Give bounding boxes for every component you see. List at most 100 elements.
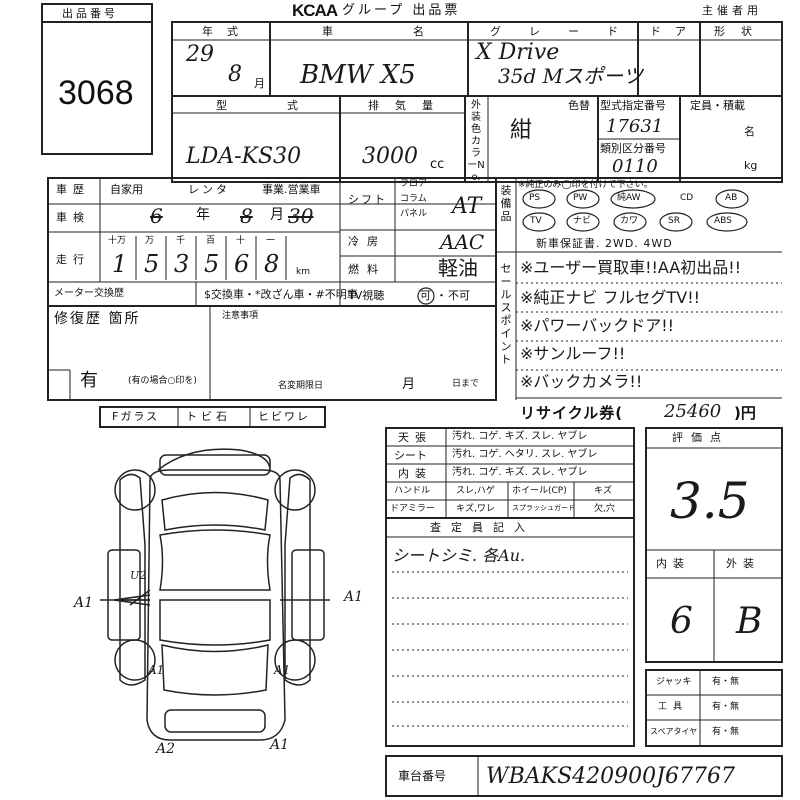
year-value: 29 [186,42,214,67]
warranty-line: 新車保証書. 2WD. 4WD [536,237,673,250]
inspection-day: 30 [288,204,314,228]
form-title: グループ 出品票 [342,3,461,18]
capacity-unit-kg: kg [744,159,758,172]
tool-spare-label: スペアタイヤ [650,727,698,736]
category-number-value: 0110 [612,156,658,177]
condition-options-seat: 汚れ. コゲ. ヘタリ. スレ. ヤブレ [452,449,598,460]
sales-point-label: セールスポイント [500,262,512,366]
displacement-unit: cc [430,157,445,172]
fuel-value: 軽油 [438,256,478,280]
tool-jack-value: 有・無 [712,677,740,687]
score-value: 3.5 [670,472,750,530]
history-option-private: 自家用 [110,183,143,196]
damage-mark: A2 [156,741,176,757]
recycle-label: リサイクル券( [520,404,624,422]
glass-label: Fガラス [112,410,160,423]
inspector-note: シートシミ. 各Au. [392,546,526,565]
history-option-rental: レンタ [188,183,230,196]
car-name-label: 車名 [322,25,504,38]
mileage-digit: 3 [174,250,190,278]
cover-options: 欠,穴 [594,504,615,514]
interior-score-label: 内装 [656,557,690,570]
inspection-month-unit: 月 [270,207,284,223]
door-label: ドア [650,25,700,38]
equipment-item-ab: AB [725,193,738,203]
mileage-unit-100k: 十万 [108,236,127,246]
tv-no-option: 不可 [448,289,470,302]
grade-line1: X Drive [476,40,560,65]
exterior-score: B [736,601,763,642]
shift-panel: パネル [400,209,428,219]
grade-label: グレード [490,25,646,38]
mileage-unit-10k: 万 [145,236,155,246]
ac-label: 冷房 [348,235,386,248]
inspection-year: 6 [150,204,163,228]
damage-mark: A1 [270,737,290,753]
tv-viewing-label: TV視聴 [348,289,385,302]
wheel-options: キズ [594,486,613,496]
ac-value: AAC [440,230,485,254]
displacement-value: 3000 [362,144,418,169]
tool-jack-label: ジャッキ [656,677,692,687]
equipment-item-aw: 純AW [617,193,641,203]
glass-option-chip: トビ石 [186,410,231,423]
inspection-month: 8 [240,204,253,228]
mileage-digit: 5 [144,250,160,278]
recycle-amount: 25460 [664,401,722,422]
tv-yes-option: 可 [420,289,431,302]
category-number-label: 類別区分番号 [600,142,666,155]
handle-label: ハンドル [394,486,431,496]
model-value: LDA-KS30 [186,144,302,169]
wheel-label: ホイール(CP) [512,486,567,496]
month-unit: 月 [254,77,265,90]
tv-separator: ・ [436,289,447,302]
shift-label: シフト [348,193,387,206]
model-label: 型式 [216,99,358,112]
fuel-label: 燃料 [348,263,386,276]
repair-history-label: 修復歴 箇所 [54,311,141,327]
meter-change-options: $交換車・*改ざん車・#不明車 [204,288,358,301]
equipment-item-cd: CD [680,193,694,203]
lot-number-label: 出品番号 [62,7,118,20]
organizer-label: 主催者用 [702,4,762,17]
damage-mark: A1 [274,663,291,677]
glass-option-crack: ヒビワレ [258,410,310,423]
cover-label: スプラッシュガード [512,504,575,512]
mileage-digit: 8 [264,250,280,278]
shift-value: AT [452,194,482,219]
condition-part-seat: シート [394,449,427,462]
kcaa-logo: KCAA [292,1,338,20]
chassis-label: 車台番号 [398,769,447,783]
mileage-unit-1k: 千 [176,236,186,246]
sales-point-item: ※パワーバックドア!! [520,316,675,335]
year-label: 年式 [202,25,252,38]
meter-change-label: メーター交換歴 [54,288,124,299]
handle-options: スレ,ハゲ [456,486,495,496]
displacement-label: 排気量 [368,99,449,112]
capacity-unit-persons: 名 [744,125,755,138]
mileage-km-unit: km [296,267,310,277]
mileage-unit-10: 十 [236,236,246,246]
mileage-digit: 5 [204,250,220,278]
type-number-label: 型式指定番号 [600,99,666,112]
mileage-label: 走行 [56,253,90,266]
name-change-month: 月 [402,377,416,392]
condition-part-interior: 内装 [398,467,432,480]
car-name-value: BMW X5 [300,60,416,90]
damage-mark: A1 [74,595,94,611]
equipment-item-sr: SR [668,216,680,226]
tool-tools-value: 有・無 [712,702,740,712]
equipment-item-ps: PS [529,193,541,203]
score-label: 評価点 [672,431,729,444]
sales-point-item: ※ユーザー買取車!!AA初出品!! [520,258,742,277]
equipment-note: ※純正のみ◯印を付けて下さい。 [518,180,653,190]
shape-label: 形状 [714,25,768,38]
mirror-label: ドアミラー [390,504,435,514]
damage-mark: U2 [130,569,147,582]
shift-floor: フロア [400,179,428,189]
interior-score: 6 [670,601,693,642]
car-diagram [100,448,330,741]
type-number-value: 17631 [606,116,664,137]
name-change-label: 名変期限日 [278,381,324,391]
